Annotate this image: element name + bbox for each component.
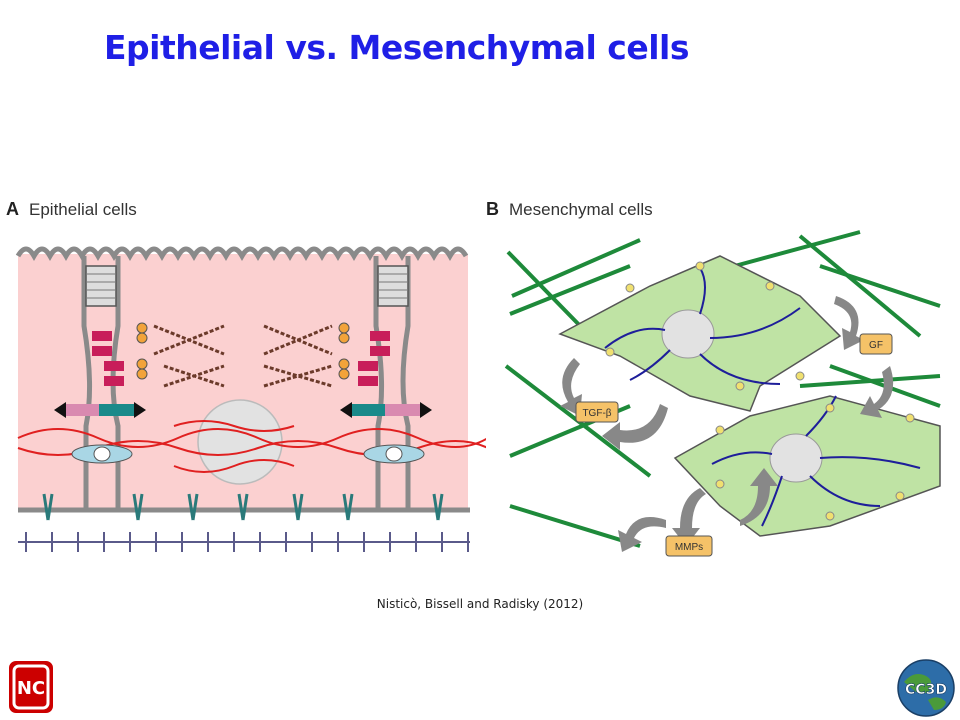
panel-a-label: Epithelial cells bbox=[29, 200, 137, 219]
cc3d-globe-logo: CC3D bbox=[897, 659, 955, 717]
citation: Nisticò, Bissell and Radisky (2012) bbox=[376, 597, 584, 611]
integrins bbox=[42, 493, 444, 521]
nucleus-upper bbox=[661, 309, 715, 359]
desmosomes bbox=[54, 402, 432, 418]
gap-junctions bbox=[71, 444, 425, 464]
tight-junction-strands bbox=[86, 273, 408, 299]
actin-bundles bbox=[153, 324, 333, 388]
basement-membrane bbox=[18, 532, 470, 552]
apical-membrane bbox=[15, 246, 469, 262]
panel-a-letter: A bbox=[6, 199, 19, 219]
gf-label: GF bbox=[869, 340, 883, 351]
mesenchymal-cells-illustration: GF TGF-β MMPs bbox=[504, 230, 941, 557]
panel-b-letter: B bbox=[486, 199, 499, 219]
globe-land-2 bbox=[928, 697, 946, 710]
cycle-arrows bbox=[560, 296, 894, 552]
mmps-label: MMPs bbox=[675, 542, 703, 553]
nc-state-logo: NC bbox=[7, 659, 55, 715]
panel-b-label: Mesenchymal cells bbox=[509, 200, 653, 219]
tgf-beta-label: TGF-β bbox=[582, 408, 611, 419]
globe-land bbox=[904, 674, 932, 694]
receptors-b bbox=[605, 261, 915, 521]
panel-b-heading: B Mesenchymal cells bbox=[486, 199, 653, 220]
nc-logo-shield bbox=[7, 659, 55, 715]
tgf-beta-tag: TGF-β bbox=[575, 401, 619, 423]
nucleus-lower bbox=[769, 433, 823, 483]
adherens-junctions bbox=[92, 331, 390, 386]
tight-junctions bbox=[85, 265, 409, 307]
mmps-tag: MMPs bbox=[665, 535, 713, 557]
cc3d-logo-text: CC3D bbox=[905, 682, 947, 698]
cytoskeleton-upper bbox=[604, 267, 801, 385]
slide-title: Epithelial vs. Mesenchymal cells bbox=[104, 28, 689, 67]
nc-logo-text: NC bbox=[17, 678, 45, 699]
nc-logo-inner bbox=[12, 664, 50, 710]
gf-tag: GF bbox=[859, 333, 893, 355]
panel-a-heading: A Epithelial cells bbox=[6, 199, 137, 220]
catenin-complexes bbox=[136, 322, 350, 380]
cytoskeleton-lower bbox=[711, 395, 921, 527]
epithelial-cells-illustration bbox=[15, 246, 486, 552]
